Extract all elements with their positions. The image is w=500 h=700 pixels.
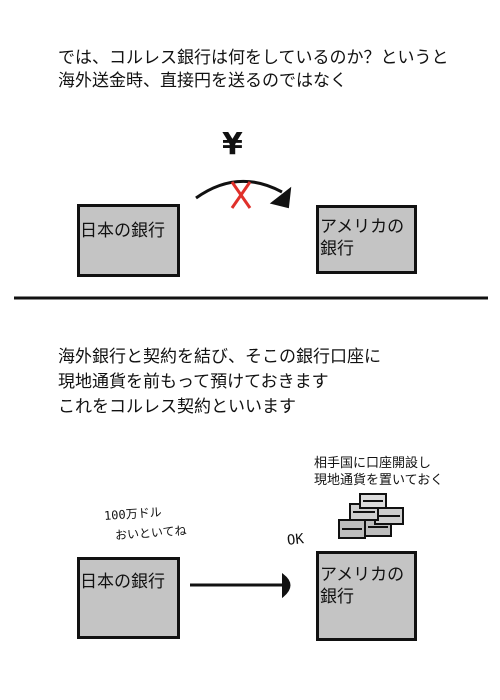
japan-bank-label-bottom: 日本の銀行 xyxy=(80,572,165,592)
bottom-caption-line-1: 海外銀行と契約を結び、そこの銀行口座に xyxy=(58,347,381,367)
yen-sign-icon: ¥ xyxy=(222,127,243,162)
arrow-icon xyxy=(190,572,291,599)
japan-bank-label-top: 日本の銀行 xyxy=(80,221,165,241)
us-bank-label-bottom: アメリカの銀行 xyxy=(320,565,405,607)
top-arrowhead-icon xyxy=(269,186,292,209)
account-note-line-2: 現地通貨を置いておく xyxy=(314,473,444,488)
money-stack-icon xyxy=(338,493,404,539)
us-bank-label-top: アメリカの銀行 xyxy=(320,217,405,259)
us-bank-box-top: アメリカの銀行 xyxy=(316,205,417,274)
top-arc-arrow-icon xyxy=(195,179,283,200)
bottom-caption-line-3: これをコルレス契約といいます xyxy=(58,397,296,417)
bottom-caption-line-2: 現地通貨を前もって預けておきます xyxy=(58,372,329,392)
cross-mark-icon xyxy=(230,181,252,209)
top-caption-line-1: では、コルレス銀行は何をしているのか？というと xyxy=(58,48,449,68)
us-bank-box-bottom: アメリカの銀行 xyxy=(316,551,417,641)
top-caption-line-2: 海外送金時、直接円を送るのではなく xyxy=(58,71,347,91)
japan-bank-box-top: 日本の銀行 xyxy=(77,204,180,277)
japan-bank-box-bottom: 日本の銀行 xyxy=(77,557,180,639)
handwritten-ok: OK xyxy=(286,531,305,549)
account-note-line-1: 相手国に口座開設し xyxy=(314,456,432,471)
